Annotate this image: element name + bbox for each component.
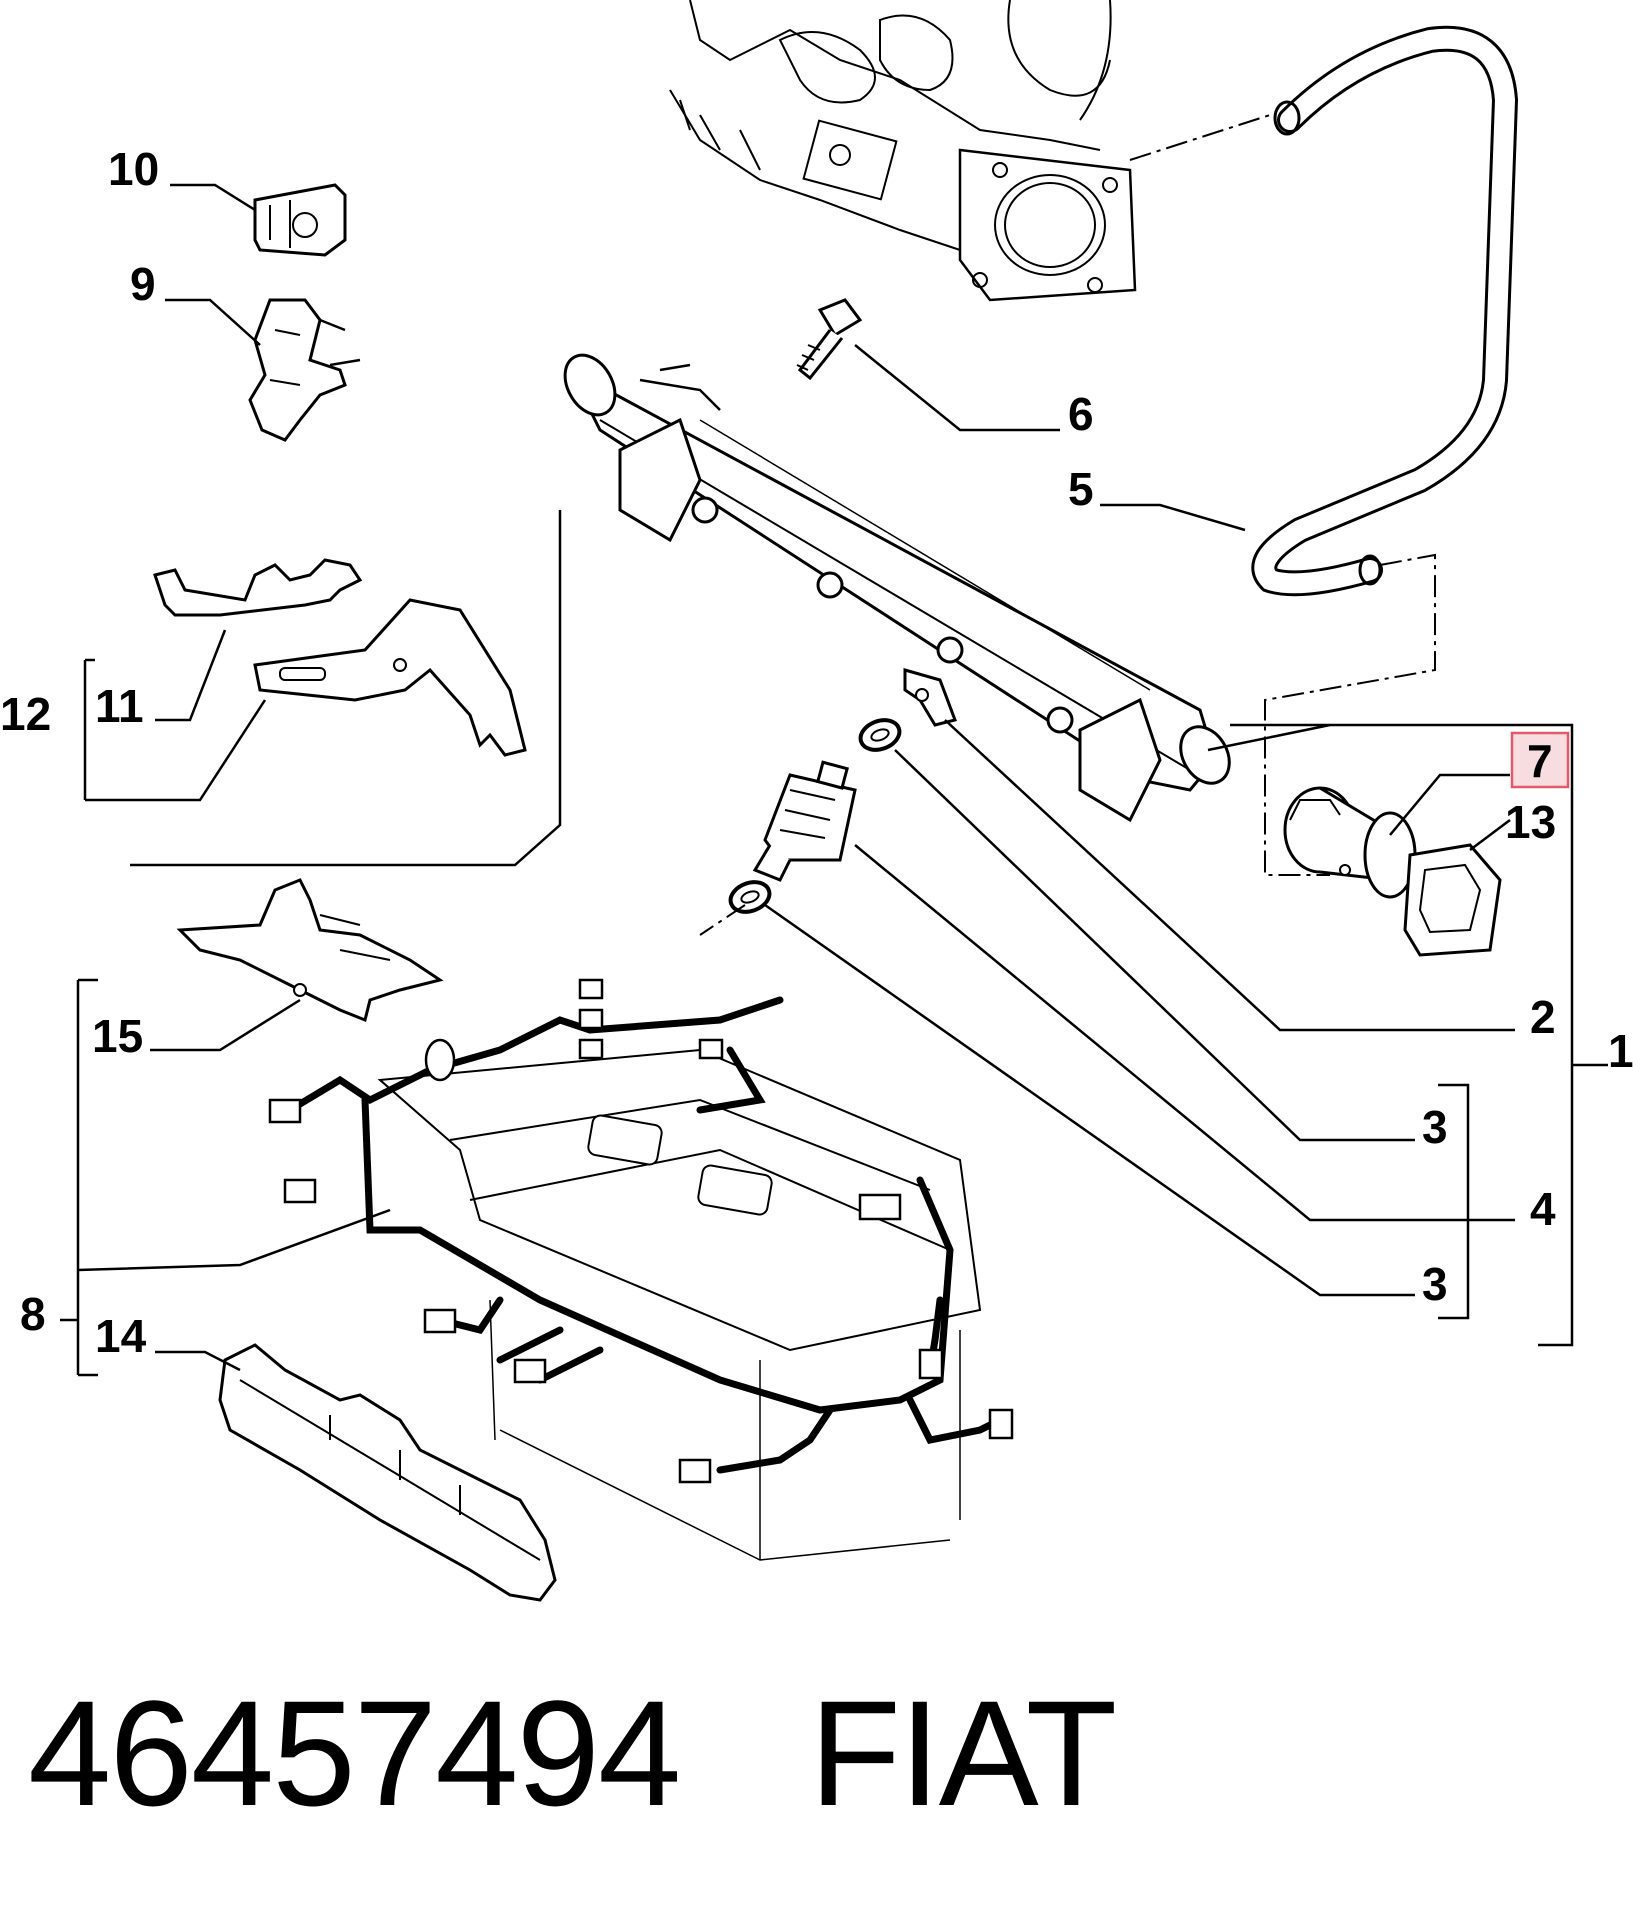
callout-6: 6 [1068,388,1094,440]
dashed-guide-lines [699,114,1436,936]
fuel-injector [752,760,857,882]
seal-ring-upper [858,718,902,752]
support-bracket [253,598,527,757]
fuel-return-hose [1251,25,1519,597]
callout-4: 4 [1530,1183,1556,1235]
callout-3-upper: 3 [1422,1101,1448,1153]
part-number: 46457494 [28,1669,681,1837]
callout-14: 14 [95,1310,147,1362]
callout-15: 15 [92,1010,143,1062]
callout-1: 1 [1608,1025,1633,1077]
bracket-10 [253,183,347,257]
harness-connectors [268,978,1014,1484]
part-caption: 46457494 FIAT [28,1668,1117,1838]
callout-10: 10 [108,143,159,195]
bracket-9 [248,298,361,442]
heat-shield-11 [153,558,363,617]
callout-8: 8 [20,1288,46,1340]
callout-7: 7 [1527,735,1553,787]
heat-shield-15 [176,878,444,1023]
engine-intake-manifold [669,0,1137,302]
callout-2: 2 [1530,991,1556,1043]
callout-13: 13 [1505,796,1556,848]
callout-labels: 10 9 12 11 6 5 7 13 2 1 3 4 3 15 8 14 [0,143,1633,1362]
engine-cover [377,1048,982,1561]
screw [796,298,863,381]
retaining-clip [903,668,957,727]
fuel-rail [563,353,1231,823]
highlight-box [1510,731,1570,789]
regulator-bracket [1403,843,1502,957]
callout-11: 11 [95,680,144,732]
callout-9: 9 [130,258,156,310]
callout-5: 5 [1068,463,1094,515]
fuel-rail-cover [218,1343,557,1602]
seal-ring-lower [728,880,772,914]
pressure-regulator [1283,786,1417,899]
callout-3-lower: 3 [1422,1258,1448,1310]
callout-12: 12 [0,688,51,740]
leader-lines [60,183,1608,1377]
brand-name: FIAT [809,1669,1117,1837]
